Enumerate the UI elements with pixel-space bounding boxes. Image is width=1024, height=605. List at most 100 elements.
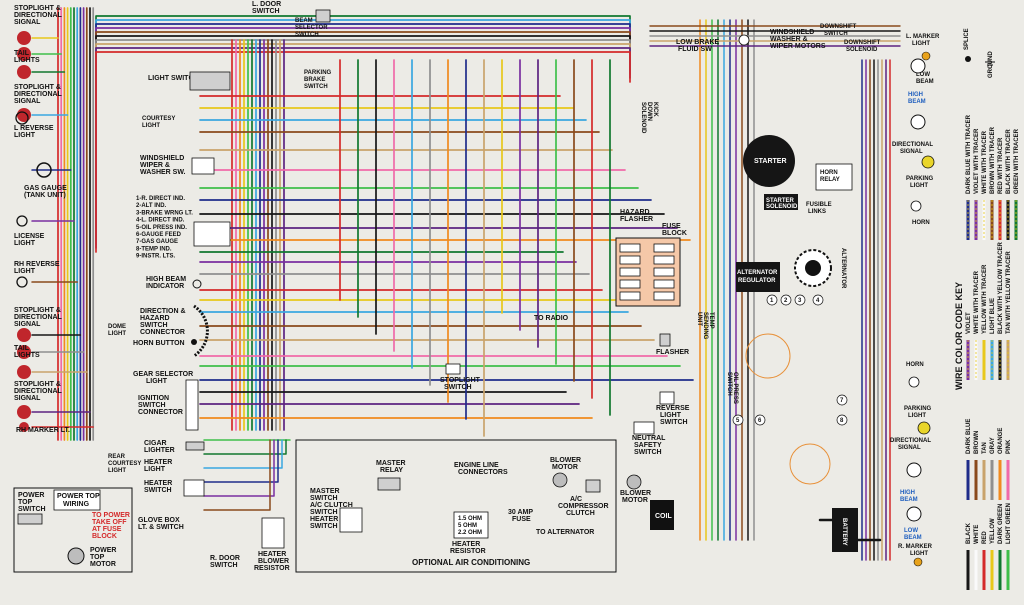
spark-plug-icon <box>836 394 848 406</box>
wire <box>95 15 631 217</box>
power-top-wiring-l1: POWER TOP <box>57 493 100 500</box>
key-label: TAN <box>982 442 988 454</box>
key-label: RED <box>982 531 988 544</box>
washer-l1: WINDSHIELD <box>770 29 814 36</box>
neutral-safety-l3: SWITCH <box>634 449 662 456</box>
left-rear-lamps: STOPLIGHT & DIRECTIONAL SIGNAL TAIL LIGH… <box>14 5 70 434</box>
power-top-motor-l3: MOTOR <box>90 561 116 568</box>
red-lamp-icon <box>17 328 31 342</box>
ac-ohm-3: 2.2 OHM <box>458 530 482 536</box>
spark-plug-icon <box>812 294 824 306</box>
ac-master-relay-l1: MASTER <box>376 460 406 467</box>
headlamp-icon <box>906 506 922 522</box>
windshield-l1: WINDSHIELD <box>140 155 184 162</box>
power-take-off-l4: BLOCK <box>92 533 117 540</box>
temp-sending-l1: TEMP <box>708 312 714 329</box>
flasher-label: FLASHER <box>656 349 689 356</box>
power-top-box: POWER TOP WIRING POWER TOP SWITCH TO POW… <box>13 487 133 573</box>
fuse-cell <box>619 291 641 301</box>
fuse-cell <box>653 255 675 265</box>
coil-label: COIL <box>655 513 672 520</box>
gauge-list-item: 1-R. DIRECT IND. <box>136 196 185 202</box>
oil-press-l1: OIL PRESS <box>732 372 738 404</box>
glove-box-l1: GLOVE BOX <box>138 517 180 524</box>
gauge-icon <box>36 162 52 178</box>
key-label: GREEN WITH TRACER <box>1014 128 1020 194</box>
blower-motor-l2: MOTOR <box>622 497 648 504</box>
courtesy-l2: LIGHT <box>142 123 160 129</box>
low-brake-l1: LOW BRAKE <box>676 39 719 46</box>
parking-l1: PARKING <box>906 176 934 182</box>
headlamp-icon <box>910 58 926 74</box>
gas-gauge-l1: GAS GAUGE <box>24 185 67 192</box>
ac-engine-line-l1: ENGINE LINE <box>454 462 499 469</box>
spark-plug-number: 8 <box>840 418 844 424</box>
oil-press-l2: SWITCH <box>726 372 732 396</box>
l-door-l1: L. DOOR <box>252 1 281 8</box>
reverse-light-l1: REVERSE <box>656 405 690 412</box>
wire <box>95 23 631 225</box>
key-label: VIOLET WITH TRACER <box>974 128 980 194</box>
gauge-list-item: 6-GAUGE FEED <box>136 232 182 238</box>
glove-box-l2: LT. & SWITCH <box>138 524 184 531</box>
heater-blower-l2: BLOWER <box>258 558 289 565</box>
wire <box>95 51 631 253</box>
direction-connector-icon <box>193 304 209 358</box>
stoplight-3-l2: DIRECTIONAL <box>14 314 63 321</box>
ac-blower-l2: MOTOR <box>552 464 578 471</box>
dir-bottom-l2: SIGNAL <box>898 445 921 451</box>
hazard-flasher-l2: FLASHER <box>620 216 653 223</box>
ignition-connector-icon <box>185 379 199 431</box>
kickdown-l1: KICK <box>652 102 658 117</box>
ac-compressor-l2: COMPRESSOR <box>558 503 609 510</box>
wire <box>203 439 283 469</box>
high-beam-l2: BEAM <box>908 99 926 105</box>
power-top-motor-l1: POWER <box>90 547 116 554</box>
stoplight-top-l2: DIRECTIONAL <box>14 12 63 19</box>
heater-blower-resistor-icon <box>261 517 285 549</box>
blower-motor-l1: BLOWER <box>620 490 651 497</box>
washer-l3: WIPER MOTORS <box>770 43 826 50</box>
ground-icon <box>985 61 995 69</box>
fuse-cell <box>653 267 675 277</box>
parking-bottom-l1: PARKING <box>904 406 932 412</box>
horn-icon <box>910 200 922 212</box>
splice-label: SPLICE <box>964 28 970 50</box>
neutral-safety-l2: SAFETY <box>634 442 662 449</box>
gauge-list-item: 8-TEMP IND. <box>136 246 172 252</box>
low-brake-l2: FLUID SW <box>678 46 712 53</box>
neutral-safety-l1: NEUTRAL <box>632 435 666 442</box>
key-title: WIRE COLOR CODE KEY <box>954 282 964 390</box>
ac-compressor-l3: CLUTCH <box>566 510 595 517</box>
ac-clutch-switch-l1: A/C CLUTCH <box>310 502 353 509</box>
rear-courtesy-l1: REAR <box>108 454 126 460</box>
fuse-cell <box>653 243 675 253</box>
ac-box-title: OPTIONAL AIR CONDITIONING <box>412 558 530 567</box>
reverse-switch-icon <box>659 391 675 405</box>
beam-selector-l1: BEAM <box>295 18 313 24</box>
reverse-light-l3: SWITCH <box>660 419 688 426</box>
gauge-connector-icon <box>193 221 231 247</box>
alternator-regulator-icon <box>736 262 780 292</box>
kickdown-l2: DOWN <box>646 102 652 121</box>
dome-l2: LIGHT <box>108 331 126 337</box>
power-take-off-l1: TO POWER <box>92 512 130 519</box>
battery-label: BATTERY <box>841 518 847 546</box>
downshift-switch-l2: SWITCH <box>824 31 848 37</box>
gear-selector-l1: GEAR SELECTOR <box>133 371 193 378</box>
r-marker-l1: R. MARKER <box>898 544 933 550</box>
rh-marker-l1: RH MARKER LT. <box>16 427 70 434</box>
direction-l4: CONNECTOR <box>140 329 185 336</box>
ignition-l1: IGNITION <box>138 395 169 402</box>
ac-compressor-icon <box>585 479 601 493</box>
ac-master-relay-l2: RELAY <box>380 467 403 474</box>
ac-ohm-2: 5 OHM <box>458 523 477 529</box>
spark-plug-icon <box>732 414 744 426</box>
stoplight-2-l3: SIGNAL <box>14 98 41 105</box>
stoplight-2-l2: DIRECTIONAL <box>14 91 63 98</box>
stoplight-2-l1: STOPLIGHT & <box>14 84 61 91</box>
ground-label: GROUND <box>988 51 994 78</box>
l-door-l2: SWITCH <box>252 8 280 15</box>
beam-selector-icon <box>315 9 331 23</box>
